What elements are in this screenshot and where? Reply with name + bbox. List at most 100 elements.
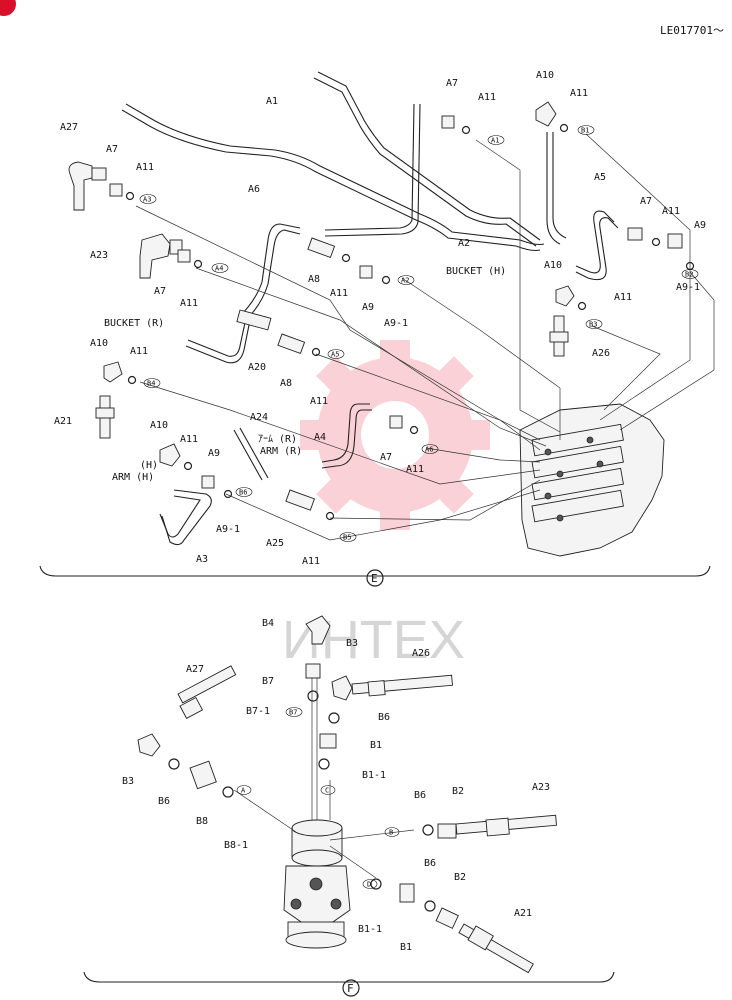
fitting-A26 [549,285,575,357]
label-A27: A27 [60,122,78,133]
label-A10-a21: A10 [90,338,108,349]
label-B7: B7 [262,676,274,687]
fitting-B2-upper [437,823,457,839]
tag-f-C: C [325,787,329,795]
tag-B1: B1 [581,127,589,135]
oring-B6-lower [424,900,436,912]
tag-f-B7: B7 [289,709,297,717]
oring-B8-1 [222,786,234,798]
label-A25: A25 [266,538,284,549]
label-A7-a23: A7 [154,286,166,297]
section-f-bracket [83,971,615,983]
label-A11-top: A11 [478,92,496,103]
oring-B6-left [168,758,180,770]
tag-B6: B6 [239,489,247,497]
label-arm-r: ARM (R) [260,446,302,457]
label-A26-f: A26 [412,648,430,659]
oring-A11-mid [311,347,321,357]
oring-A11-a23 [193,259,203,269]
label-A7-top: A7 [446,78,458,89]
fitting-A25 [285,489,316,511]
fitting-A9-upper [359,265,373,279]
label-A11-a21: A11 [130,346,148,357]
label-A21-f: A21 [514,908,532,919]
fitting-B1-top [319,733,337,749]
label-A10-top: A10 [536,70,554,81]
label-A1: A1 [266,96,278,107]
tag-f-A: A [241,787,246,795]
label-B6-left: B6 [158,796,170,807]
label-A11-a23: A11 [180,298,198,309]
hose-A26 [351,674,453,695]
label-A5: A5 [594,172,606,183]
tag-A5: A5 [331,351,339,359]
hose-A21 [458,923,534,974]
label-B8: B8 [196,816,208,827]
label-A11-upper: A11 [330,288,348,299]
fitting-A9-arm [201,475,215,489]
oring-A11-a4 [409,425,419,435]
label-B6-right: B6 [414,790,426,801]
label-A11-a4: A11 [406,464,424,475]
control-valve [519,403,665,557]
doc-code: LE017701～ [660,24,724,37]
fitting-B2-lower [435,907,459,929]
label-A11-a25: A11 [302,556,320,567]
label-B4: B4 [262,618,274,629]
label-A10-arm: A10 [150,420,168,431]
label-B1-1-lower: B1-1 [358,924,382,935]
label-A9-arm: A9 [208,448,220,459]
label-B1-top: B1 [370,740,382,751]
label-A9-1-right: A9-1 [676,282,700,293]
fitting-A7-a4 [389,415,403,429]
fitting-A7-a23 [177,249,191,263]
label-arm-h: ARM (H) [112,472,154,483]
label-A11-mid: A11 [310,396,328,407]
oring-A11-a26 [577,301,587,311]
oring-B7-1 [307,690,319,702]
tag-B3: B3 [589,321,597,329]
label-B8-1: B8-1 [224,840,248,851]
section-f-symbol-ring [342,979,360,997]
label-A7-a4: A7 [380,452,392,463]
label-B6-top: B6 [378,712,390,723]
label-A11-a26: A11 [614,292,632,303]
fitting-A10-top [535,101,557,127]
label-A8-mid: A8 [280,378,292,389]
label-A9-upper: A9 [362,302,374,313]
section-e-symbol: E [371,572,378,585]
label-A24: A24 [250,412,268,423]
label-A7-left: A7 [106,144,118,155]
oring-A11-a21 [127,375,137,385]
label-B1-lower: B1 [400,942,412,953]
fitting-B4 [305,615,331,645]
label-A4: A4 [314,432,326,443]
fitting-B1-lower [399,883,415,903]
oring-A11-arm [183,461,193,471]
label-A8-upper: A8 [308,274,320,285]
fitting-A10-arm [159,443,181,467]
tag-A2: A2 [401,277,409,285]
label-A23: A23 [90,250,108,261]
tag-A3: A3 [143,196,151,204]
section-e-labels: A1 A27 A7 A11 A6 A2 A7 A11 A10 A11 A5 A7… [54,70,706,567]
tag-f-B: B [389,829,393,837]
fitting-B8 [189,760,217,790]
fitting-B3-top [331,675,353,701]
label-B3-left: B3 [122,776,134,787]
oring-A9-1-arm [223,489,233,499]
label-A9-1-upper: A9-1 [384,318,408,329]
label-bucket-h: BUCKET (H) [446,266,506,277]
oring-A11-right [651,237,661,247]
oring-B1-1-lower [370,878,382,890]
oring-B6-right [422,824,434,836]
fitting-A8-mid [277,333,306,355]
label-A11-arm: A11 [180,434,198,445]
label-A9-right: A9 [694,220,706,231]
fitting-A23 [139,233,183,279]
oring-A11-top-right [559,123,569,133]
tag-B2: B2 [685,271,693,279]
label-arm-r-jp: ｱｰﾑ (R) [258,434,297,445]
label-A2: A2 [458,238,470,249]
oring-A9-1-upper [381,275,391,285]
